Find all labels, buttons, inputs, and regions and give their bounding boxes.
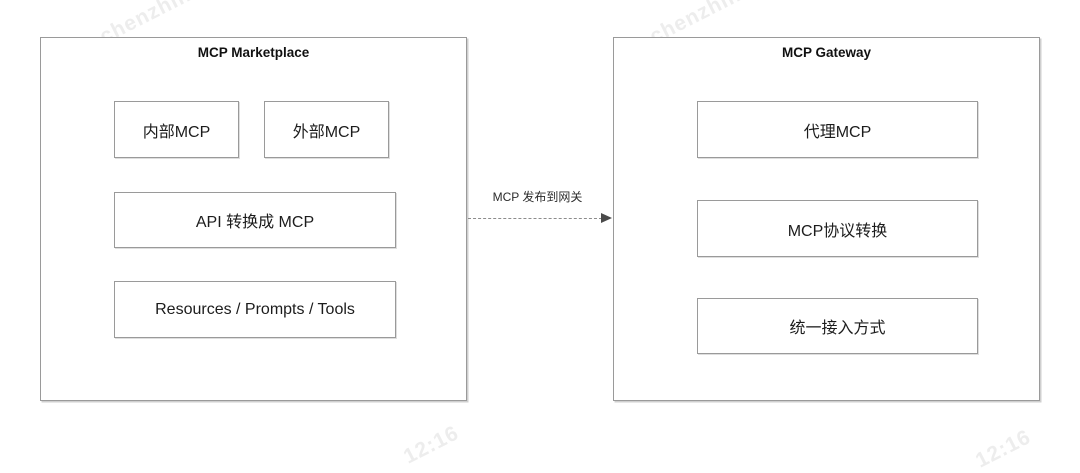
group-mcp-marketplace: MCP Marketplace 内部MCP 外部MCP API 转换成 MCP … — [40, 37, 467, 401]
node-api-to-mcp: API 转换成 MCP — [114, 192, 396, 248]
group-title-marketplace: MCP Marketplace — [197, 45, 310, 60]
watermark-text: 12:16 — [972, 425, 1035, 473]
connector-publish-to-gateway: MCP 发布到网关 — [468, 0, 613, 444]
diagram-canvas: chenzhihui@b chenzhihui@b 12:16 12:16 MC… — [40, 0, 1040, 472]
node-label: MCP协议转换 — [787, 222, 888, 240]
node-label: Resources / Prompts / Tools — [155, 300, 355, 318]
node-unified-access: 统一接入方式 — [697, 298, 978, 354]
group-title-gateway: MCP Gateway — [781, 45, 872, 60]
node-proxy-mcp: 代理MCP — [697, 101, 978, 158]
node-label: 外部MCP — [292, 123, 361, 141]
dashed-line — [468, 218, 602, 219]
node-label: 代理MCP — [803, 123, 872, 141]
node-label: 统一接入方式 — [789, 320, 886, 337]
node-internal-mcp: 内部MCP — [114, 101, 239, 158]
node-mcp-protocol-conversion: MCP协议转换 — [697, 200, 978, 257]
node-label: API 转换成 MCP — [195, 214, 315, 231]
watermark-text: 12:16 — [400, 421, 463, 469]
node-external-mcp: 外部MCP — [264, 101, 389, 158]
connector-label: MCP 发布到网关 — [492, 190, 583, 204]
node-resources-prompts-tools: Resources / Prompts / Tools — [114, 281, 396, 338]
node-label: 内部MCP — [142, 123, 211, 141]
group-mcp-gateway: MCP Gateway 代理MCP MCP协议转换 统一接入方式 — [613, 37, 1040, 401]
arrowhead-right-icon — [601, 213, 612, 223]
